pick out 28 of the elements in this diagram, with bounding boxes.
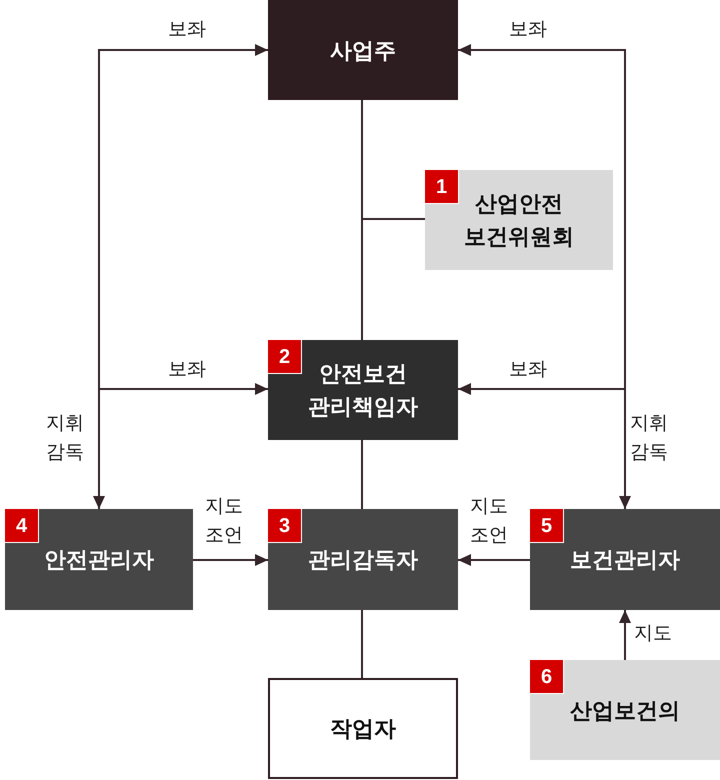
role-title: 사업주 [330, 36, 396, 64]
role-title: 작업자 [330, 715, 396, 743]
arrow [619, 610, 631, 660]
role-box [268, 0, 458, 100]
number-badge: 3 [268, 509, 302, 543]
role-title: 관리감독자 [308, 546, 418, 574]
role-box [5, 509, 193, 610]
role-box [268, 340, 458, 440]
role-box [530, 660, 720, 760]
number-badge: 5 [530, 509, 564, 543]
connector-line [361, 440, 363, 509]
arrow [458, 554, 530, 566]
number-badge: 4 [5, 509, 39, 543]
role-box [530, 509, 720, 610]
connector-line [361, 610, 363, 678]
role-title: 안전보건 관리책임자 [308, 360, 418, 421]
role-box [268, 678, 458, 779]
role-title: 안전관리자 [44, 546, 154, 574]
role-title: 산업보건의 [570, 696, 680, 724]
role-title: 산업안전 보건위원회 [464, 190, 574, 251]
number-badge: 1 [425, 170, 459, 204]
number-badge: 6 [530, 660, 564, 694]
role-box [425, 170, 613, 270]
role-box [268, 509, 458, 610]
arrow [193, 554, 268, 566]
role-title: 보건관리자 [570, 546, 680, 574]
connector-line [361, 100, 425, 220]
number-badge: 2 [268, 340, 302, 374]
